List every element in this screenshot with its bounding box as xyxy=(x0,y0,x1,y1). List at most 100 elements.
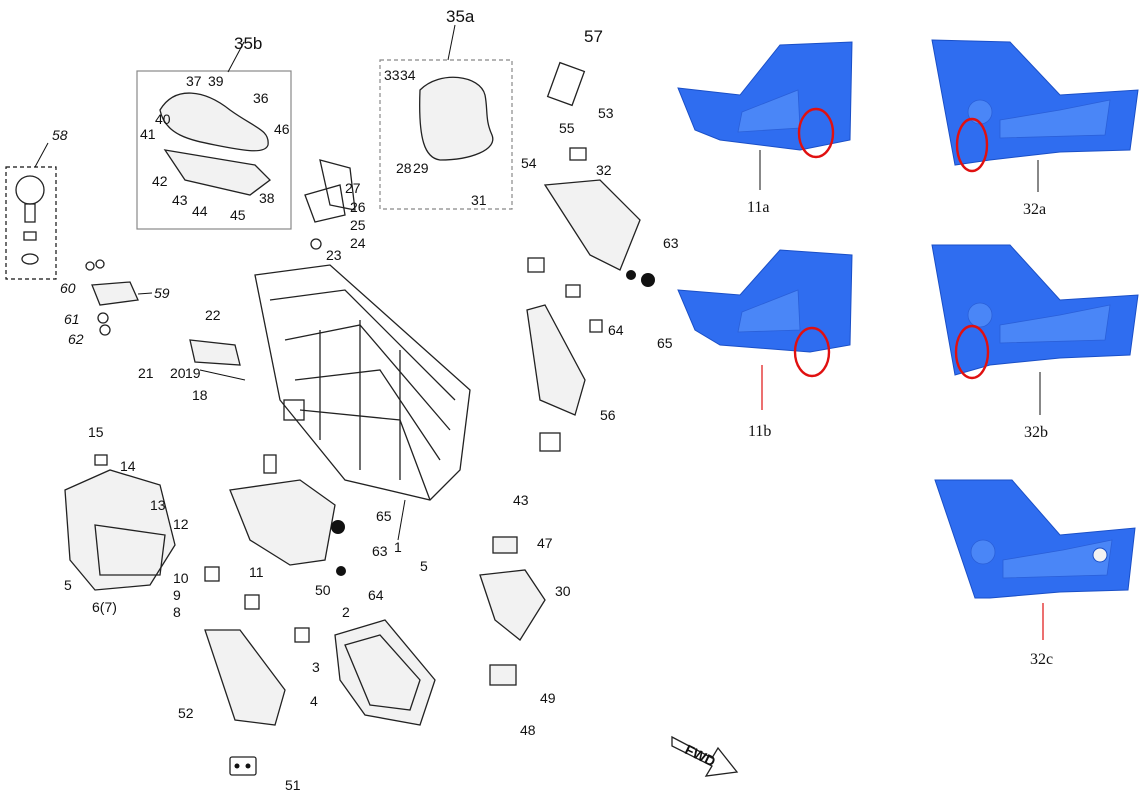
label-27: 27 xyxy=(345,180,361,196)
label-11: 11 xyxy=(249,564,264,580)
part-11-group: 65 63 64 11 xyxy=(204,454,392,610)
label-64-right: 64 xyxy=(608,322,624,338)
label-63-left: 63 xyxy=(372,543,388,559)
label-57: 57 xyxy=(584,27,603,46)
label-32b: 32b xyxy=(1024,424,1048,441)
label-1: 1 xyxy=(394,539,402,555)
label-11b: 11b xyxy=(748,423,771,440)
label-60: 60 xyxy=(60,280,76,296)
label-23: 23 xyxy=(326,247,342,263)
label-9: 9 xyxy=(173,587,181,603)
part-30-group: 43 47 30 49 48 xyxy=(479,492,571,738)
label-13: 13 xyxy=(150,497,166,513)
label-51: 51 xyxy=(285,777,301,793)
label-44: 44 xyxy=(192,203,208,219)
label-43-right: 43 xyxy=(513,492,529,508)
highlight-circle-11a xyxy=(797,107,835,159)
highlight-circle-32b xyxy=(954,324,990,380)
label-29: 29 xyxy=(413,160,429,176)
label-63-right: 63 xyxy=(663,235,679,251)
variant-11a: 11a xyxy=(677,41,853,216)
label-31: 31 xyxy=(471,192,487,208)
variant-32b: 32b xyxy=(931,244,1139,441)
label-39: 39 xyxy=(208,73,224,89)
label-22: 22 xyxy=(205,307,221,323)
label-46: 46 xyxy=(274,121,290,137)
label-25: 25 xyxy=(350,217,366,233)
variant-11b: 11b xyxy=(677,249,853,440)
part-51-group: 51 xyxy=(229,756,301,793)
label-56: 56 xyxy=(600,407,616,423)
label-18: 18 xyxy=(192,387,208,403)
part-58-knob xyxy=(15,175,45,205)
label-58: 58 xyxy=(52,127,68,143)
label-35b: 35b xyxy=(234,34,262,53)
label-47: 47 xyxy=(537,535,553,551)
label-10: 10 xyxy=(173,570,189,586)
label-37: 37 xyxy=(186,73,202,89)
label-55: 55 xyxy=(559,120,575,136)
label-4: 4 xyxy=(310,693,318,709)
label-19: 19 xyxy=(185,365,201,381)
part-35a-group: 35a 33 34 28 29 31 xyxy=(379,7,513,210)
part-56-group: 56 xyxy=(526,257,616,452)
highlight-circle-32a xyxy=(955,117,989,173)
part-footwell-group: 50 2 3 4 xyxy=(294,582,436,726)
label-36: 36 xyxy=(253,90,269,106)
label-59: 59 xyxy=(154,285,170,301)
label-26: 26 xyxy=(350,199,366,215)
label-21: 21 xyxy=(138,365,154,381)
variant-32c: 32c xyxy=(934,479,1136,668)
label-50: 50 xyxy=(315,582,331,598)
label-62: 62 xyxy=(68,331,84,347)
label-45: 45 xyxy=(230,207,246,223)
label-3: 3 xyxy=(312,659,320,675)
label-24: 24 xyxy=(350,235,366,251)
label-49: 49 xyxy=(540,690,556,706)
variant-32a: 32a xyxy=(931,39,1139,218)
part-35a-box xyxy=(379,59,513,210)
label-20: 20 xyxy=(170,365,186,381)
part-35b-group: 35b 37 39 36 40 41 46 42 43 44 45 38 xyxy=(136,34,292,230)
label-48: 48 xyxy=(520,722,536,738)
label-14: 14 xyxy=(120,458,136,474)
part-59-group: 60 59 61 62 xyxy=(60,259,170,347)
label-54: 54 xyxy=(521,155,537,171)
label-5-fender: 5 xyxy=(64,577,72,593)
label-42: 42 xyxy=(152,173,168,189)
main-frame: 1 5 xyxy=(254,264,471,574)
part-35b-box xyxy=(136,70,292,230)
label-61: 61 xyxy=(64,311,80,327)
label-12: 12 xyxy=(173,516,189,532)
part-58-group: 58 xyxy=(5,127,68,280)
label-30: 30 xyxy=(555,583,571,599)
label-2: 2 xyxy=(342,604,350,620)
label-32c: 32c xyxy=(1030,651,1053,668)
label-32a: 32a xyxy=(1023,201,1046,218)
label-11a: 11a xyxy=(747,199,770,216)
label-8: 8 xyxy=(173,604,181,620)
part-rack-group: 27 26 25 24 23 xyxy=(304,159,366,263)
label-38: 38 xyxy=(259,190,275,206)
label-6-7: 6(7) xyxy=(92,599,117,615)
highlight-circle-11b xyxy=(793,326,831,378)
label-65-left: 65 xyxy=(376,508,392,524)
part-58-box xyxy=(5,166,57,280)
label-52: 52 xyxy=(178,705,194,721)
label-53: 53 xyxy=(598,105,614,121)
part-32-group: 57 53 55 54 32 63 64 65 xyxy=(521,27,679,351)
fwd-label: FWD xyxy=(682,741,718,769)
label-34: 34 xyxy=(400,67,416,83)
label-5-frame: 5 xyxy=(420,558,428,574)
part-18-22-group: 22 21 20 19 18 xyxy=(138,307,246,403)
part-52-group: 52 xyxy=(178,629,286,726)
label-43-top: 43 xyxy=(172,192,188,208)
label-65-right: 65 xyxy=(657,335,673,351)
label-64-left: 64 xyxy=(368,587,384,603)
label-35a: 35a xyxy=(446,7,475,26)
label-28: 28 xyxy=(396,160,412,176)
label-41: 41 xyxy=(140,126,156,142)
label-33: 33 xyxy=(384,67,400,83)
label-40: 40 xyxy=(155,111,171,127)
